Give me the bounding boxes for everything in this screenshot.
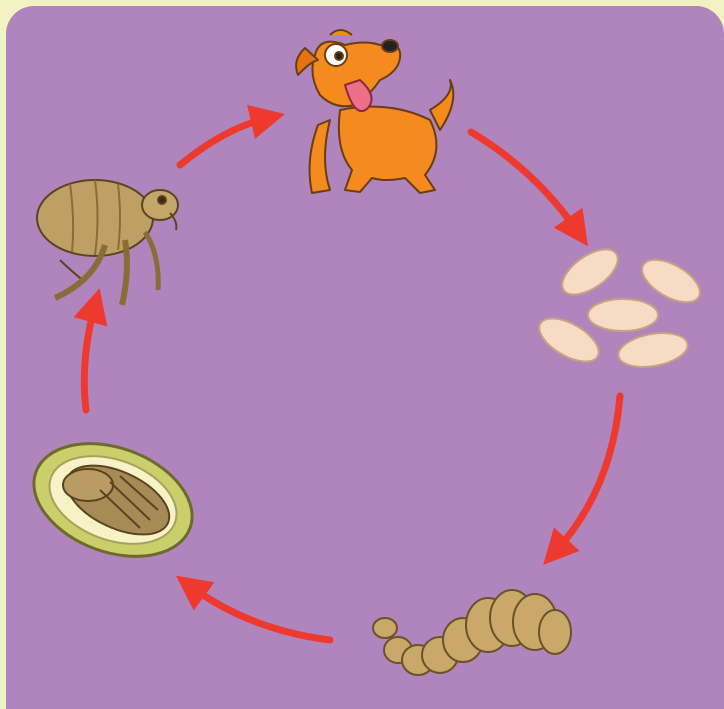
flea-larva-icon <box>373 590 571 675</box>
arrow-adult-to-host <box>180 118 268 165</box>
arrow-host-to-eggs <box>471 132 578 232</box>
arrow-pupa-to-adult <box>84 305 95 410</box>
flea-eggs-icon <box>532 241 706 372</box>
dog-icon <box>296 30 453 193</box>
adult-flea-icon <box>37 180 178 305</box>
arrow-eggs-to-larva <box>555 396 620 552</box>
flea-pupa-cocoon-icon <box>18 423 208 577</box>
arrow-larva-to-pupa <box>190 586 330 640</box>
